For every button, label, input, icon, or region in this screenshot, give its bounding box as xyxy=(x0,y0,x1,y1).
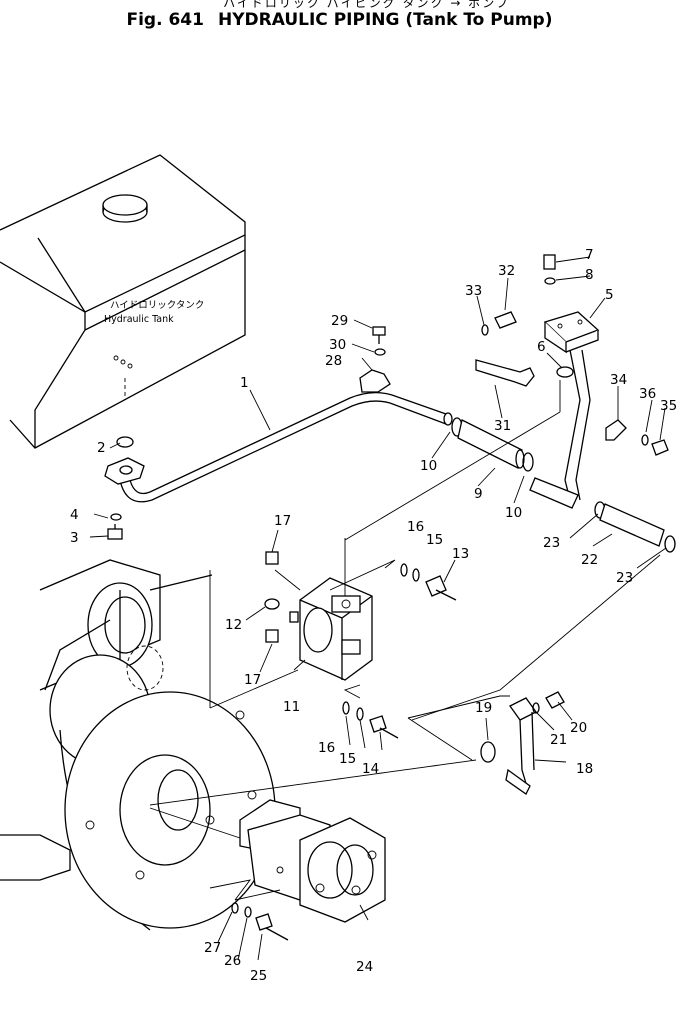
washer-8 xyxy=(544,277,556,285)
bracket-34 xyxy=(605,419,627,441)
callout-2: 2 xyxy=(97,440,106,456)
figure-title: Fig. 641 HYDRAULIC PIPING (Tank To Pump) xyxy=(0,10,693,30)
washer-27 xyxy=(231,902,239,914)
bolt-29 xyxy=(372,326,386,336)
callout-15b: 15 xyxy=(339,751,356,767)
callout-3: 3 xyxy=(70,530,79,546)
engine-block xyxy=(0,559,276,931)
callout-7: 7 xyxy=(585,247,594,263)
title-japanese: ハイドロリック パイピング タンク → ポンプ xyxy=(223,0,510,10)
callout-34: 34 xyxy=(610,372,627,388)
washer-26 xyxy=(244,906,252,918)
callout-16a: 16 xyxy=(407,519,424,535)
callout-22: 22 xyxy=(581,552,598,568)
callout-6: 6 xyxy=(537,339,546,355)
bolt-7 xyxy=(543,254,556,270)
hydraulic-pump-24 xyxy=(149,799,386,923)
suction-pipe-1 xyxy=(104,391,453,503)
callout-29: 29 xyxy=(331,313,348,329)
callout-11: 11 xyxy=(283,699,300,715)
callout-36: 36 xyxy=(639,386,656,402)
callout-27: 27 xyxy=(204,940,221,956)
callout-21: 21 xyxy=(550,732,567,748)
hose-9 xyxy=(457,419,523,469)
bolt-13 xyxy=(425,575,457,601)
o-ring-12 xyxy=(264,598,280,610)
callout-12: 12 xyxy=(225,617,242,633)
figure-title-english: HYDRAULIC PIPING (Tank To Pump) xyxy=(217,10,553,30)
tank-label-japanese: ハイドロリックタンク xyxy=(110,300,204,311)
nut-17a xyxy=(265,551,279,565)
valve-block-11 xyxy=(289,577,373,681)
washer-30 xyxy=(374,348,386,356)
o-ring-6 xyxy=(556,366,574,378)
bolt-32 xyxy=(494,311,517,329)
callout-23b: 23 xyxy=(616,570,633,586)
washer-15b xyxy=(356,707,364,721)
pipe-joint-5 xyxy=(529,311,600,509)
callout-30: 30 xyxy=(329,337,346,353)
washer-16b xyxy=(342,701,350,715)
bracket-31 xyxy=(475,359,535,387)
callout-9: 9 xyxy=(474,486,483,502)
callout-32: 32 xyxy=(498,263,515,279)
callout-25: 25 xyxy=(250,968,267,984)
bolt-25 xyxy=(255,913,289,941)
washer-15a xyxy=(412,568,420,582)
callout-1: 1 xyxy=(240,375,249,391)
callout-31: 31 xyxy=(494,418,511,434)
o-ring-19 xyxy=(480,741,496,763)
o-ring-2 xyxy=(116,436,134,448)
callout-8: 8 xyxy=(585,267,594,283)
callout-18: 18 xyxy=(576,761,593,777)
hose-clamp-23b xyxy=(664,535,676,553)
bolt-14 xyxy=(369,715,399,739)
callout-14: 14 xyxy=(362,761,379,777)
hose-22 xyxy=(599,503,665,547)
callout-33: 33 xyxy=(465,283,482,299)
callout-16b: 16 xyxy=(318,740,335,756)
callout-19: 19 xyxy=(475,700,492,716)
callout-5: 5 xyxy=(605,287,614,303)
figure-number: Fig. 641 xyxy=(126,10,204,30)
callout-17a: 17 xyxy=(274,513,291,529)
nut-17b xyxy=(265,629,279,643)
callout-4: 4 xyxy=(70,507,79,523)
washer-36 xyxy=(641,434,649,446)
hose-clamp-10b xyxy=(522,452,534,472)
tank-label-english: Hydraulic Tank xyxy=(104,314,174,325)
hydraulic-tank: ハイドロリックタンク Hydraulic Tank xyxy=(0,154,246,449)
washer-21 xyxy=(532,702,540,714)
clamp-28 xyxy=(359,369,391,393)
callout-15a: 15 xyxy=(426,532,443,548)
callout-10b: 10 xyxy=(505,505,522,521)
callout-20: 20 xyxy=(570,720,587,736)
callout-10a: 10 xyxy=(420,458,437,474)
flange-elbow-18 xyxy=(505,697,537,795)
callout-35: 35 xyxy=(660,398,677,414)
callout-24: 24 xyxy=(356,959,373,975)
bolt-3 xyxy=(107,524,123,540)
washer-33 xyxy=(481,324,489,336)
bolt-35 xyxy=(651,439,669,456)
callout-labels: 1 2 3 4 5 6 7 8 9 10 10 11 12 13 14 15 1… xyxy=(70,247,677,984)
callout-23a: 23 xyxy=(543,535,560,551)
washer-4 xyxy=(110,513,122,521)
callout-17b: 17 xyxy=(244,672,261,688)
callout-28: 28 xyxy=(325,353,342,369)
callout-26: 26 xyxy=(224,953,241,969)
callout-13: 13 xyxy=(452,546,469,562)
washer-16a xyxy=(400,563,408,577)
